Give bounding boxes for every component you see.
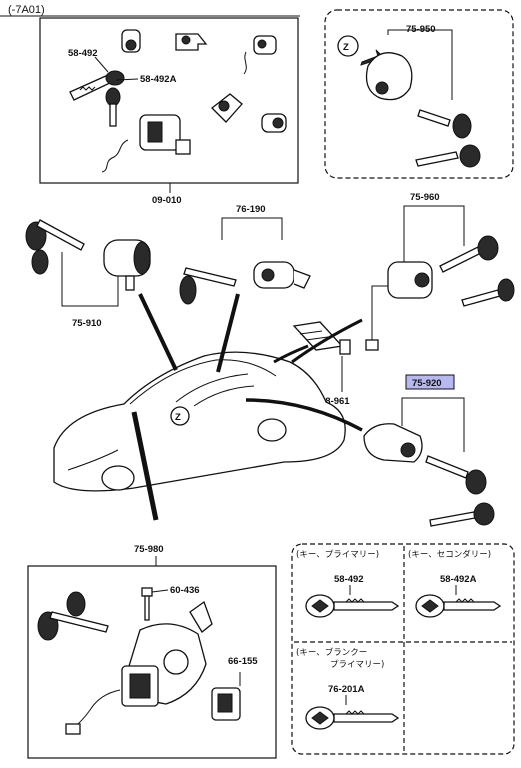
pointer-58-961: [273, 344, 309, 364]
label-75-980: 75-980: [134, 544, 164, 555]
label-60-436: 60-436: [170, 585, 200, 596]
legend-secondary-part: 58-492A: [440, 574, 477, 585]
key-75-980[interactable]: [37, 591, 109, 641]
key-75-950-b[interactable]: [415, 144, 481, 168]
key-75-950-a[interactable]: [417, 109, 472, 139]
box-75-980: [27, 565, 277, 759]
leader-75-910: [61, 252, 119, 307]
leader-58-492: [94, 56, 109, 73]
pointer-76-190: [216, 293, 240, 373]
key-75-910[interactable]: [25, 219, 85, 275]
legend-key-blank[interactable]: [305, 706, 400, 730]
cylinder-76-190[interactable]: [253, 261, 311, 289]
legend-primary-part: 58-492: [334, 574, 364, 585]
legend-blank-part: 76-201A: [328, 684, 365, 695]
label-75-910: 75-910: [72, 318, 102, 329]
bracket-58-961[interactable]: [292, 321, 351, 355]
label-58-961: 58-961: [320, 396, 350, 407]
label-58-492A: 58-492A: [140, 74, 177, 85]
pointer-75-960: [291, 318, 363, 364]
label-75-960: 75-960: [410, 192, 440, 203]
small-cylinder-3[interactable]: [243, 35, 277, 75]
box-75-950: [324, 9, 514, 179]
legend-key-secondary[interactable]: [415, 594, 502, 618]
cylinder-75-960[interactable]: [365, 261, 433, 351]
cylinder-75-910[interactable]: [103, 239, 151, 291]
z-marker-car: [170, 406, 190, 426]
legend-blank-caption-1: (キー、ブランクー: [296, 647, 367, 658]
leader-76-190: [221, 217, 283, 240]
label-76-190: 76-190: [236, 204, 266, 215]
leader-75-950: [387, 29, 453, 100]
key-76-190[interactable]: [179, 267, 237, 305]
label-75-920: 75-920: [412, 378, 442, 389]
pointer-75-910: [138, 293, 178, 371]
label-66-155: 66-155: [228, 656, 258, 667]
leader-75-920: [401, 397, 465, 452]
trunk-lock-cylinder[interactable]: [261, 113, 287, 133]
legend-primary-caption: (キー、プライマリー): [296, 550, 379, 560]
door-lock-cylinder[interactable]: [211, 93, 243, 123]
cylinder-75-920[interactable]: [363, 423, 423, 463]
key-58-492A[interactable]: [105, 87, 121, 127]
legend-key-primary[interactable]: [305, 594, 400, 618]
z-marker-car-label: Z: [175, 412, 181, 423]
z-marker-top-label: Z: [343, 42, 349, 53]
car-illustration: [53, 351, 346, 492]
small-cylinder-1[interactable]: [121, 29, 141, 53]
leader-75-960: [403, 205, 465, 262]
switch-66-155[interactable]: [211, 687, 241, 721]
z-marker-top: [337, 35, 359, 57]
label-58-492: 58-492: [68, 48, 98, 59]
legend-blank-caption-2: プライマリー): [330, 660, 384, 670]
steering-lock-75-980[interactable]: [65, 600, 213, 735]
lock-cap-75-950[interactable]: [365, 52, 413, 101]
ignition-assembly[interactable]: [101, 114, 191, 173]
key-58-492[interactable]: [69, 70, 125, 101]
box-09-010: [39, 17, 299, 184]
pointer-75-980: [131, 411, 159, 521]
diagram-code: (-7A01): [8, 4, 45, 16]
small-cylinder-2[interactable]: [175, 33, 208, 51]
key-75-960[interactable]: [439, 235, 515, 307]
bolt-60-436[interactable]: [141, 587, 153, 621]
key-75-920[interactable]: [425, 455, 495, 527]
pointer-75-920: [245, 398, 363, 432]
legend-secondary-caption: (キー、セコンダリー): [408, 549, 491, 560]
leader-60-436: [151, 589, 169, 593]
key-legend-box: [291, 543, 515, 755]
label-09-010: 09-010: [152, 195, 182, 206]
leader-58-492A: [115, 78, 139, 81]
highlight-75-920: [405, 374, 455, 390]
